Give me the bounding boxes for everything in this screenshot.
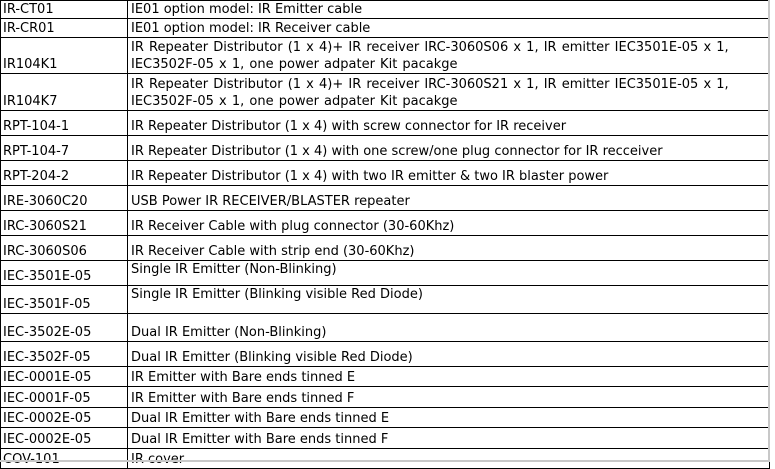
part-code: IR-CR01 (0, 18, 128, 38)
table-row: IR104K7 IR Repeater Distributor (1 x 4)+… (0, 73, 770, 111)
part-description: IR Receiver Cable with strip end (30-60K… (127, 235, 770, 261)
table-row: IRC-3060S21 IR Receiver Cable with plug … (0, 210, 770, 236)
part-description: IE01 option model: IR Receiver cable (127, 18, 770, 38)
part-description: Single IR Emitter (Blinking visible Red … (127, 285, 770, 314)
part-code: IEC-0002E-05 (0, 427, 128, 449)
table-row: IEC-0001F-05 IR Emitter with Bare ends t… (0, 386, 770, 408)
part-code: IR104K7 (0, 73, 128, 111)
part-description: IR Repeater Distributor (1 x 4) with two… (127, 160, 770, 186)
part-description: Dual IR Emitter (Non-Blinking) (127, 313, 770, 342)
part-code: IEC-0002E-05 (0, 407, 128, 428)
part-description: IR Repeater Distributor (1 x 4)+ IR rece… (127, 73, 770, 111)
part-description: Single IR Emitter (Non-Blinking) (127, 260, 770, 286)
table-row: IEC-0001E-05 IR Emitter with Bare ends t… (0, 366, 770, 387)
table-row: RPT-104-7 IR Repeater Distributor (1 x 4… (0, 135, 770, 161)
table-row: IEC-3501E-05 Single IR Emitter (Non-Blin… (0, 260, 770, 286)
table-row: IRC-3060S06 IR Receiver Cable with strip… (0, 235, 770, 261)
table-row: RPT-204-2 IR Repeater Distributor (1 x 4… (0, 160, 770, 186)
part-description: Dual IR Emitter with Bare ends tinned E (127, 407, 770, 428)
table-shadow-bottom (0, 460, 770, 462)
table-row: COV-101 IR cover (0, 448, 770, 469)
table-row: IR104K1 IR Repeater Distributor (1 x 4)+… (0, 37, 770, 74)
table-shadow-right (768, 0, 770, 461)
table-row: IR-CT01 IE01 option model: IR Emitter ca… (0, 0, 770, 19)
part-code: COV-101 (0, 448, 128, 469)
part-code: IRC-3060S21 (0, 210, 128, 236)
part-code: RPT-104-7 (0, 135, 128, 161)
part-description: IR Emitter with Bare ends tinned F (127, 386, 770, 408)
table-row: RPT-104-1 IR Repeater Distributor (1 x 4… (0, 110, 770, 136)
part-code: IR-CT01 (0, 0, 128, 19)
table-row: IEC-3501F-05 Single IR Emitter (Blinking… (0, 285, 770, 314)
part-code: IR104K1 (0, 37, 128, 74)
part-code: IEC-0001E-05 (0, 366, 128, 387)
part-description: IR Repeater Distributor (1 x 4) with one… (127, 135, 770, 161)
part-code: IEC-3502E-05 (0, 313, 128, 342)
table-row: IEC-3502E-05 Dual IR Emitter (Non-Blinki… (0, 313, 770, 342)
part-code: IEC-3501E-05 (0, 260, 128, 286)
part-code: IRC-3060S06 (0, 235, 128, 261)
part-description: IR Repeater Distributor (1 x 4) with scr… (127, 110, 770, 136)
part-code: RPT-104-1 (0, 110, 128, 136)
table-row: IEC-0002E-05 Dual IR Emitter with Bare e… (0, 427, 770, 449)
part-description: IR cover (127, 448, 770, 469)
part-description: Dual IR Emitter (Blinking visible Red Di… (127, 341, 770, 367)
part-code: RPT-204-2 (0, 160, 128, 186)
part-description: IR Emitter with Bare ends tinned E (127, 366, 770, 387)
table-row: IR-CR01 IE01 option model: IR Receiver c… (0, 18, 770, 38)
part-description: Dual IR Emitter with Bare ends tinned F (127, 427, 770, 449)
part-code: IEC-0001F-05 (0, 386, 128, 408)
part-description: USB Power IR RECEIVER/BLASTER repeater (127, 185, 770, 211)
table-row: IEC-3502F-05 Dual IR Emitter (Blinking v… (0, 341, 770, 367)
part-description: IE01 option model: IR Emitter cable (127, 0, 770, 19)
part-description: IR Repeater Distributor (1 x 4)+ IR rece… (127, 37, 770, 74)
table-row: IEC-0002E-05 Dual IR Emitter with Bare e… (0, 407, 770, 428)
part-code: IEC-3501F-05 (0, 285, 128, 314)
part-code: IEC-3502F-05 (0, 341, 128, 367)
part-code: IRE-3060C20 (0, 185, 128, 211)
table-row: IRE-3060C20 USB Power IR RECEIVER/BLASTE… (0, 185, 770, 211)
part-description: IR Receiver Cable with plug connector (3… (127, 210, 770, 236)
